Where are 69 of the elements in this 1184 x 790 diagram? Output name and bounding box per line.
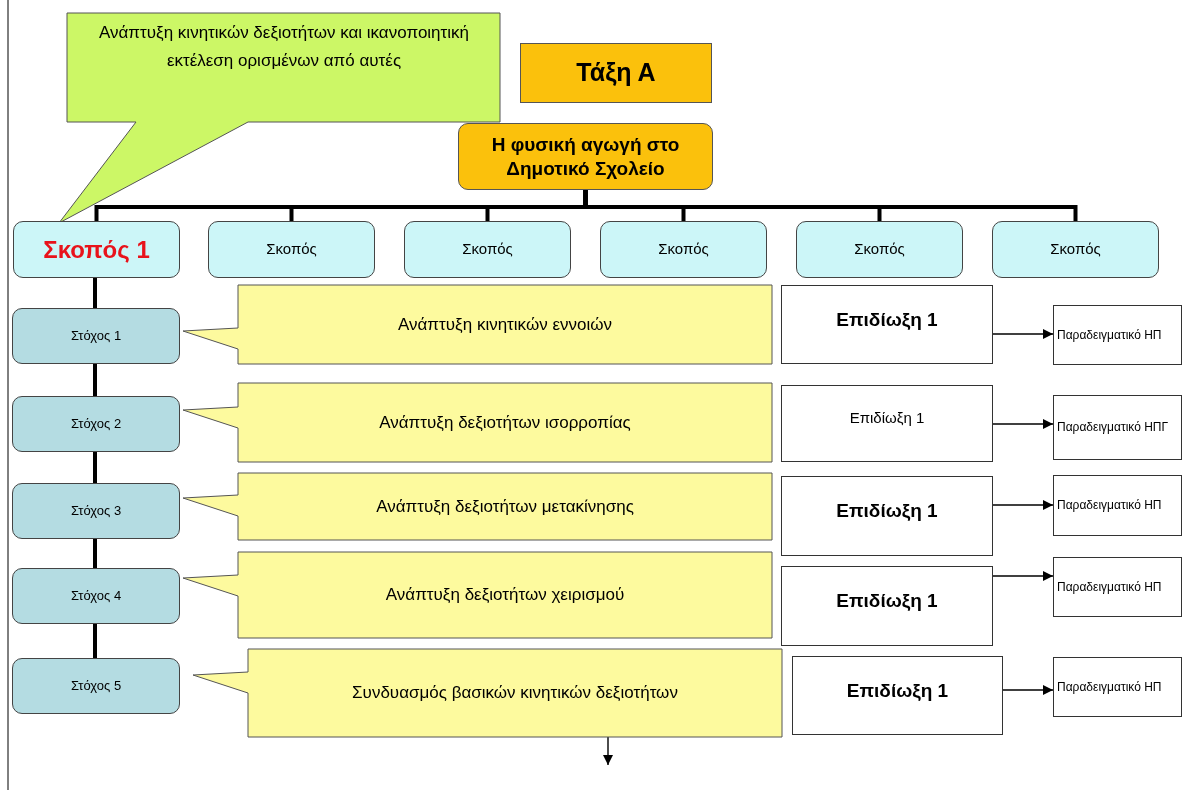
connector-line [93,364,97,396]
goal-box [600,221,767,278]
node-label: Ανάπτυξη κινητικών εννοιών [398,313,612,336]
node-label: Παραδειγματικό ΗΠ [1056,327,1163,343]
node-label: Επιδίωξη 1 [836,307,938,332]
node-label: Επιδίωξη 1 [846,678,949,703]
node-label: Στόχος 5 [70,677,122,695]
node-label: Παραδειγματικό ΗΠ [1056,679,1163,695]
callout-box [182,552,772,638]
node-label: Ανάπτυξη δεξιοτήτων μετακίνησης [376,495,634,518]
example-box [1053,557,1182,617]
example-box [1053,305,1182,365]
node-label: Σκοπός [266,240,317,259]
node-label: Επιδίωξη 1 [836,499,938,523]
title-box [520,43,712,103]
goal-box [404,221,571,278]
node-label: Επιδίωξη 1 [849,409,925,428]
callout-box [182,473,772,540]
node-label: Ανάπτυξη δεξιοτήτων ισορροπίας [379,411,631,434]
arrow [992,571,1054,581]
pursuit-box [792,656,1003,735]
arrow [1002,685,1054,695]
pursuit-box [781,476,993,556]
callout-box [182,383,772,462]
example-box [1053,475,1182,536]
node-label: Η φυσική αγωγή στο Δημοτικό Σχολείο [490,132,681,181]
callout-box [192,649,782,737]
node-label: Παραδειγματικό ΗΠΓ [1056,420,1170,435]
node-label: Στόχος 4 [70,587,122,605]
goal-box [796,221,963,278]
pursuit-box [781,566,993,646]
objective-box [12,308,180,364]
node-label: Τάξη Α [576,57,656,89]
node-label: Σκοπός [658,240,709,259]
example-box [1053,657,1182,717]
node-label: Στόχος 2 [70,415,122,433]
objective-box [12,658,180,714]
node-label: Παραδειγματικό ΗΠ [1056,498,1163,513]
connector-line [93,624,97,658]
node-label: Σκοπός 1 [43,234,150,265]
objective-box [12,483,180,539]
connector-line [93,278,97,308]
node-label: Ανάπτυξη δεξιοτήτων χειρισμού [385,584,625,606]
pursuit-box [781,385,993,462]
arrow [992,329,1054,339]
objective-box [12,568,180,624]
goal-box [13,221,180,278]
example-box [1053,395,1182,460]
arrow [992,500,1054,510]
pursuit-box [781,285,993,364]
node-label: Σκοπός [854,240,905,259]
node-label: Παραδειγματικό ΗΠ [1056,579,1163,595]
connector-line [93,539,97,568]
node-label: Στόχος 1 [70,327,122,345]
arrow [603,736,613,766]
node-label: Σκοπός [1050,240,1101,259]
node-label: Συνδυασμός βασικών κινητικών δεξιοτήτων [352,682,678,704]
root-box [458,123,713,190]
connector-line [583,190,1078,221]
goal-box [992,221,1159,278]
node-label: Ανάπτυξη κινητικών δεξιοτήτων και ικανοποιητική εκτέλεση ορισμένων από αυτές [97,22,470,73]
node-label: Επιδίωξη 1 [836,589,938,613]
connector-line [93,452,97,483]
arrow [992,419,1054,429]
node-label: Στόχος 3 [70,502,122,520]
objective-box [12,396,180,452]
goal-box [208,221,375,278]
callout-box [182,285,772,364]
node-label: Σκοπός [462,240,513,259]
